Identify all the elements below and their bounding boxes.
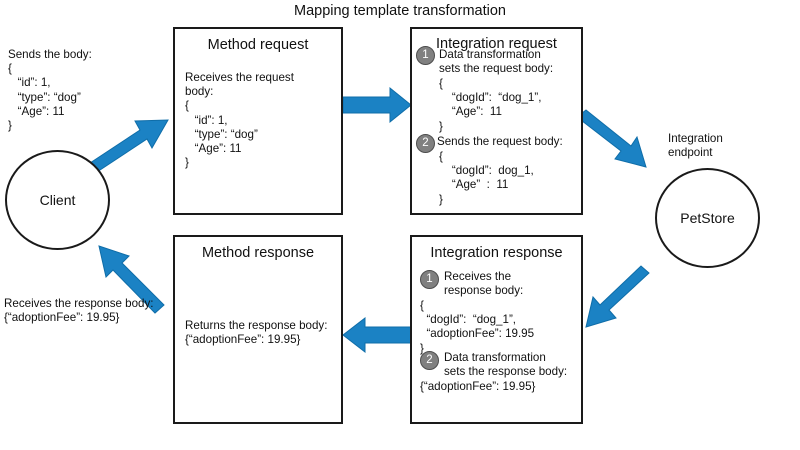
integration-request-step-2-badge: 2 bbox=[416, 134, 435, 153]
integration-response-step-1-badge: 1 bbox=[420, 270, 439, 289]
integration-request-step-2-body: { “dogId”: dog_1, “Age” : 11 } bbox=[439, 150, 534, 206]
integration-response-step-1-text: Receives the response body: bbox=[444, 270, 524, 298]
integration-response-step-2-badge: 2 bbox=[420, 351, 439, 370]
integration-endpoint-label: Integration endpoint bbox=[668, 132, 723, 160]
integration-request-step-1-body: { “dogId”: “dog_1”, “Age”: 11 } bbox=[439, 77, 542, 133]
integration-request-step-1-text: Data transformation sets the request bod… bbox=[439, 48, 554, 76]
integration-request-step-1-badge: 1 bbox=[416, 46, 435, 65]
integration-request-title: Integration request bbox=[436, 36, 557, 52]
integration-request-step-2-text: Sends the request body: bbox=[437, 135, 563, 148]
method-request-body: Receives the request body: { “id”: 1, “t… bbox=[185, 71, 294, 170]
client-response-note: Receives the response body: {“adoptionFe… bbox=[4, 297, 154, 325]
integration-request-box[interactable]: Integration request 1 Data transformatio… bbox=[410, 27, 583, 215]
client-node[interactable]: Client bbox=[5, 150, 110, 250]
arrow-integration-request-to-endpoint bbox=[576, 109, 647, 168]
method-response-title: Method response bbox=[201, 245, 315, 261]
integration-response-title: Integration response bbox=[430, 245, 563, 261]
method-response-box[interactable]: Method response Returns the response bod… bbox=[173, 235, 343, 424]
method-response-body: Returns the response body: {“adoptionFee… bbox=[185, 319, 328, 347]
page-title: Mapping template transformation bbox=[294, 3, 506, 19]
client-node-label: Client bbox=[39, 192, 76, 208]
method-request-title: Method request bbox=[207, 37, 309, 53]
arrow-client-to-method-request bbox=[89, 119, 169, 173]
integration-response-step-2-text: Data transformation sets the response bo… bbox=[444, 351, 568, 379]
arrow-method-request-to-integration-request bbox=[342, 86, 412, 124]
integration-endpoint-node[interactable]: PetStore bbox=[655, 168, 760, 268]
integration-response-box[interactable]: Integration response 1 Receives the resp… bbox=[410, 235, 583, 424]
integration-response-step-1-body: { “dogId”: “dog_1”, “adoptionFee”: 19.95… bbox=[420, 299, 535, 355]
integration-response-step-2-body: {“adoptionFee”: 19.95} bbox=[420, 380, 536, 393]
arrow-endpoint-to-integration-response bbox=[585, 265, 650, 328]
client-request-note: Sends the body: { “id”: 1, “type”: “dog”… bbox=[8, 48, 92, 133]
integration-endpoint-node-label: PetStore bbox=[680, 210, 735, 226]
arrow-integration-response-to-method-response bbox=[342, 316, 412, 354]
method-request-box[interactable]: Method request Receives the request body… bbox=[173, 27, 343, 215]
